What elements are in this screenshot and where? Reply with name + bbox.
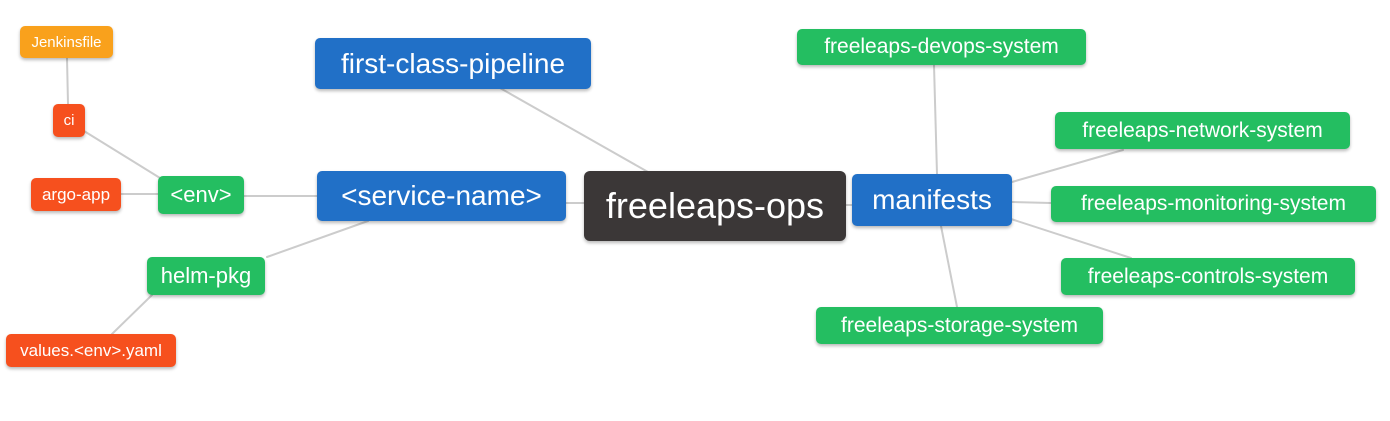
- edge-manifests-controls-system: [1010, 218, 1132, 259]
- node-freeleaps-devops-system-label: freeleaps-devops-system: [824, 35, 1059, 58]
- node-values-env-yaml-label: values.<env>.yaml: [20, 340, 162, 360]
- edge-manifests-network-system: [1011, 149, 1124, 183]
- node-freeleaps-network-system[interactable]: freeleaps-network-system: [1055, 112, 1350, 149]
- edge-values-env-yaml-helm-pkg: [111, 294, 153, 335]
- node-manifests-label: manifests: [872, 184, 992, 215]
- node-freeleaps-ops-label: freeleaps-ops: [605, 185, 825, 226]
- node-env-label: <env>: [170, 182, 232, 207]
- node-freeleaps-controls-system[interactable]: freeleaps-controls-system: [1061, 258, 1355, 295]
- node-values-env-yaml[interactable]: values.<env>.yaml: [6, 334, 176, 367]
- node-first-class-pipeline[interactable]: first-class-pipeline: [315, 38, 591, 89]
- node-jenkinsfile[interactable]: Jenkinsfile: [20, 26, 113, 58]
- node-first-class-pipeline-label: first-class-pipeline: [340, 47, 566, 79]
- node-freeleaps-controls-system-label: freeleaps-controls-system: [1087, 264, 1329, 288]
- node-argo-app[interactable]: argo-app: [31, 178, 121, 211]
- edge-first-class-pipeline-freeleaps-ops: [499, 87, 649, 173]
- node-manifests[interactable]: manifests: [852, 174, 1012, 226]
- edge-manifests-devops-system: [933, 64, 938, 175]
- node-freeleaps-devops-system[interactable]: freeleaps-devops-system: [797, 29, 1086, 65]
- node-freeleaps-storage-system-label: freeleaps-storage-system: [841, 313, 1078, 337]
- node-service-name[interactable]: <service-name>: [317, 171, 566, 221]
- edge-manifests-monitoring-system: [1011, 201, 1052, 204]
- node-freeleaps-storage-system[interactable]: freeleaps-storage-system: [816, 307, 1103, 344]
- node-env[interactable]: <env>: [158, 176, 244, 214]
- node-ci-label: ci: [63, 112, 75, 129]
- node-helm-pkg-label: helm-pkg: [160, 263, 252, 288]
- node-freeleaps-ops-root[interactable]: freeleaps-ops: [584, 171, 846, 241]
- node-helm-pkg[interactable]: helm-pkg: [147, 257, 265, 295]
- node-freeleaps-network-system-label: freeleaps-network-system: [1082, 118, 1323, 142]
- edge-jenkinsfile-ci: [66, 57, 69, 105]
- node-service-name-label: <service-name>: [341, 180, 542, 211]
- node-jenkinsfile-label: Jenkinsfile: [31, 33, 102, 51]
- edge-helm-pkg-service-name: [266, 220, 369, 258]
- node-freeleaps-monitoring-system[interactable]: freeleaps-monitoring-system: [1051, 186, 1376, 222]
- node-ci[interactable]: ci: [53, 104, 85, 137]
- edge-ci-env: [83, 130, 161, 179]
- edge-manifests-storage-system: [940, 225, 958, 308]
- node-freeleaps-monitoring-system-label: freeleaps-monitoring-system: [1081, 192, 1346, 215]
- node-argo-app-label: argo-app: [41, 184, 111, 204]
